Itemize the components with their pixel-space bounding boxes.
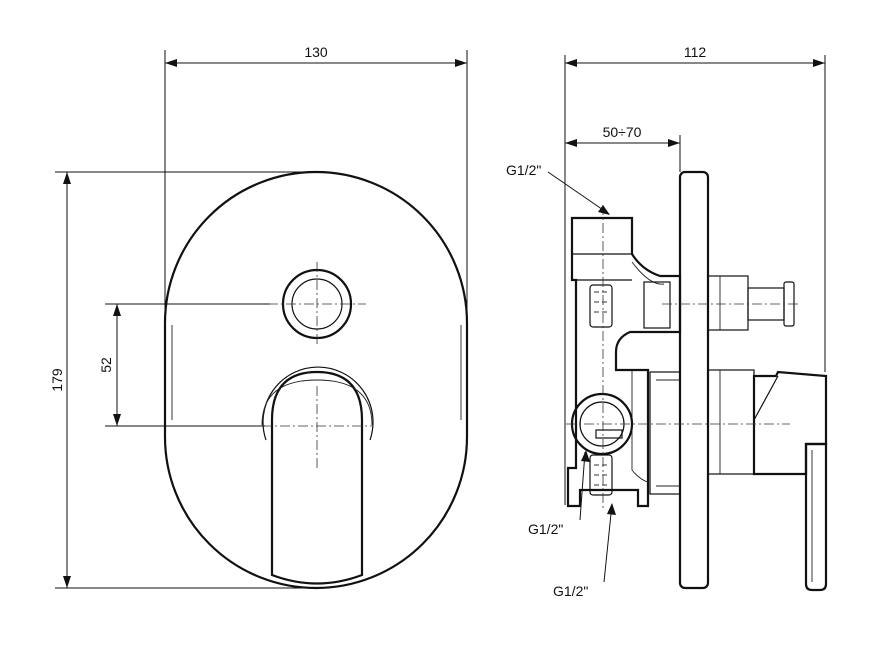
arrow: [113, 304, 121, 316]
label-mid-outlet: G1/2": [528, 521, 563, 537]
arrow: [668, 139, 680, 147]
diverter-spindle-base: [707, 275, 749, 331]
lower-port: [589, 454, 613, 496]
lever-side-shoulder: [753, 375, 779, 421]
leader-top-inlet: [547, 171, 610, 215]
lever-grip: [804, 442, 828, 592]
mid-outlet-slot: [595, 429, 623, 439]
cover-plate-inner-edge: [171, 325, 462, 420]
dim-height-label: 179: [49, 368, 65, 392]
lever-side-profile: [752, 370, 828, 476]
mixer-body: [566, 216, 682, 508]
side-view: 112 50÷70 G1/2" G1/2" G1/2": [506, 44, 828, 599]
lever-sleeve: [707, 369, 755, 475]
arrow: [113, 414, 121, 426]
label-bottom-outlet: G1/2": [553, 583, 588, 599]
lever-handle: [270, 370, 364, 585]
cartridge-housing: [649, 371, 681, 495]
lever-rosette: [262, 366, 374, 441]
arrow: [598, 205, 610, 215]
dim-width-label: 130: [304, 44, 328, 60]
arrow: [565, 59, 577, 67]
leader-bottom-outlet: [603, 503, 613, 583]
arrow: [455, 59, 467, 67]
upper-cartridge: [643, 281, 671, 329]
mounting-plate: [678, 170, 710, 590]
arrow: [63, 576, 71, 588]
arrow: [581, 450, 590, 462]
lever-handle-edge: [261, 379, 373, 426]
dim-spacing-label: 52: [98, 357, 114, 373]
upper-port: [589, 284, 613, 328]
label-top-inlet: G1/2": [506, 162, 541, 178]
arrow: [63, 172, 71, 184]
front-view: 130 179 52: [49, 44, 469, 590]
arrow: [813, 59, 825, 67]
dim-adjust-label: 50÷70: [603, 124, 642, 140]
dim-depth-label: 112: [684, 44, 707, 60]
arrow: [565, 139, 577, 147]
upper-boss: [572, 253, 632, 281]
inner-web: [631, 261, 665, 483]
arrow: [607, 503, 616, 515]
arrow: [165, 59, 177, 67]
leader-mid-outlet: [579, 451, 586, 521]
